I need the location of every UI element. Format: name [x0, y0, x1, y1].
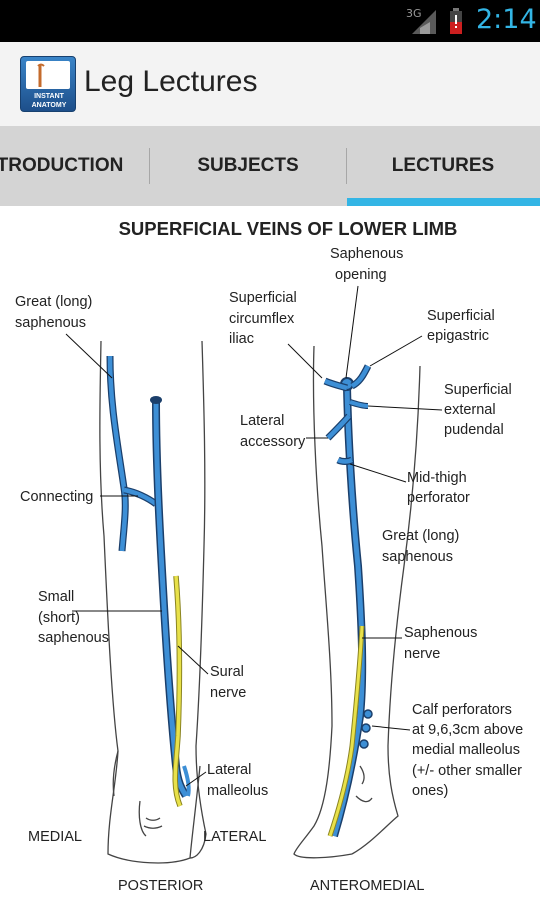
- label-lateral-malleolus-2: malleolus: [207, 783, 268, 799]
- tab-subjects[interactable]: SUBJECTS: [197, 155, 299, 176]
- label-great-saphenous-left-2: saphenous: [15, 315, 86, 331]
- app-title: Leg Lectures: [84, 65, 258, 98]
- label-sural-nerve-1: Sural: [210, 664, 244, 680]
- anteromedial-leg: [293, 345, 421, 859]
- leg-veins-diagram: SUPERFICIAL VEINS OF LOWER LIMB: [15, 218, 523, 894]
- label-lateral-malleolus-1: Lateral: [207, 762, 251, 778]
- label-mid-thigh-2: perforator: [407, 490, 470, 506]
- label-small-saphenous-1: Small: [38, 589, 74, 605]
- posterior-veins: [106, 355, 191, 808]
- label-saphenous-opening-1: Saphenous: [330, 246, 403, 262]
- label-posterior: POSTERIOR: [118, 878, 203, 894]
- app-icon-text-top: INSTANT: [34, 93, 64, 100]
- label-medial: MEDIAL: [28, 829, 82, 845]
- posterior-labels: Great (long) saphenous Connecting Small …: [15, 294, 268, 894]
- network-type: 3G: [406, 7, 422, 20]
- label-calf-perforators-3: medial malleolus: [412, 742, 520, 758]
- status-bar: 3G 2:14: [0, 0, 540, 42]
- label-great-saphenous-left: Great (long): [15, 294, 92, 310]
- label-saphenous-opening-2: opening: [335, 267, 387, 283]
- anteromedial-veins: [323, 364, 373, 838]
- label-lateral-accessory-2: accessory: [240, 434, 306, 450]
- app-icon-image: [26, 61, 70, 89]
- label-calf-perforators-2: at 9,6,3cm above: [412, 722, 523, 738]
- signal-icon: [412, 10, 436, 34]
- label-sup-circumflex-1: Superficial: [229, 290, 297, 306]
- tab-divider: [346, 148, 347, 184]
- lecture-content[interactable]: SUPERFICIAL VEINS OF LOWER LIMB: [0, 206, 540, 900]
- label-sup-circumflex-3: iliac: [229, 331, 254, 347]
- tab-divider: [149, 148, 150, 184]
- tab-lectures[interactable]: LECTURES: [391, 155, 495, 176]
- label-sup-ext-pudendal-2: external: [444, 402, 496, 418]
- label-sup-ext-pudendal-1: Superficial: [444, 382, 512, 398]
- label-sup-ext-pudendal-3: pudendal: [444, 422, 504, 438]
- tab-bar: TRODUCTION SUBJECTS LECTURES: [0, 126, 540, 206]
- battery-icon: [450, 8, 462, 34]
- app-icon-text-bottom: ANATOMY: [31, 102, 67, 109]
- label-small-saphenous-3: saphenous: [38, 630, 109, 646]
- diagram-title: SUPERFICIAL VEINS OF LOWER LIMB: [119, 218, 458, 239]
- label-connecting: Connecting: [20, 489, 93, 505]
- label-great-saphenous-right-2: saphenous: [382, 549, 453, 565]
- label-sup-epigastric-2: epigastric: [427, 328, 489, 344]
- label-saphenous-nerve-2: nerve: [404, 646, 440, 662]
- label-calf-perforators-5: ones): [412, 783, 448, 799]
- label-lateral: LATERAL: [203, 829, 266, 845]
- posterior-leader-lines: [65, 333, 209, 787]
- label-calf-perforators-1: Calf perforators: [412, 702, 512, 718]
- label-lateral-accessory-1: Lateral: [240, 413, 284, 429]
- anteromedial-leader-lines: [287, 285, 443, 731]
- clock: 2:14: [476, 4, 537, 35]
- label-sup-epigastric-1: Superficial: [427, 308, 495, 324]
- posterior-leg: [99, 340, 207, 864]
- app-icon[interactable]: INSTANT ANATOMY: [20, 56, 76, 112]
- label-great-saphenous-right-1: Great (long): [382, 528, 459, 544]
- tab-introduction[interactable]: TRODUCTION: [0, 155, 124, 176]
- anteromedial-labels: Saphenous opening Superficial circumflex…: [229, 246, 523, 894]
- label-anteromedial: ANTEROMEDIAL: [310, 878, 424, 894]
- action-bar: INSTANT ANATOMY Leg Lectures: [0, 42, 540, 126]
- label-mid-thigh-1: Mid-thigh: [407, 470, 467, 486]
- label-saphenous-nerve-1: Saphenous: [404, 625, 477, 641]
- label-sural-nerve-2: nerve: [210, 685, 246, 701]
- label-small-saphenous-2: (short): [38, 610, 80, 626]
- selected-tab-indicator: [347, 198, 540, 206]
- label-sup-circumflex-2: circumflex: [229, 311, 295, 327]
- label-calf-perforators-4: (+/- other smaller: [412, 763, 522, 779]
